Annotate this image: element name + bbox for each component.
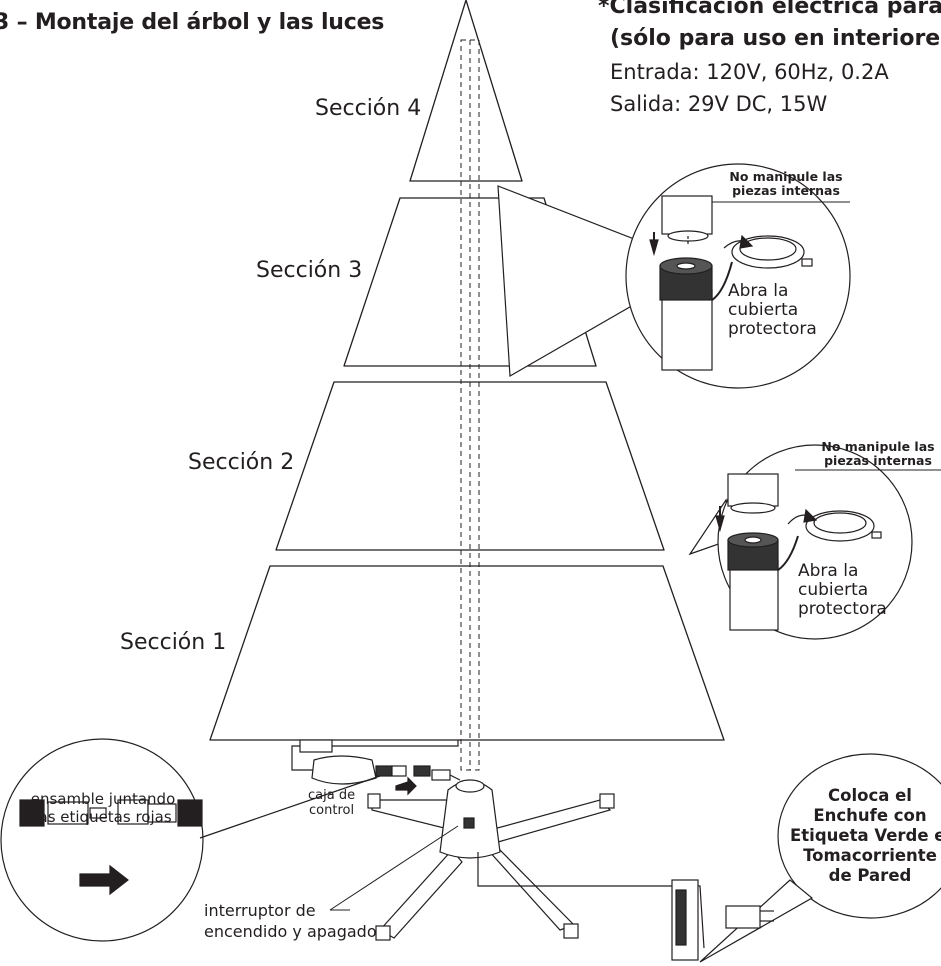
detail-top-caption: Abra la cubierta protectora <box>728 281 817 339</box>
control-box-wires <box>291 739 461 796</box>
detail-bottom-warning: No manipule las piezas internas <box>821 439 935 468</box>
section-1-shape <box>209 565 725 741</box>
section-3-label: Sección 3 <box>256 258 363 283</box>
center-pole <box>460 39 480 771</box>
tree-stand <box>367 779 615 941</box>
control-box-label: caja de control <box>308 788 356 818</box>
detail-bottom-caption: Abra la cubierta protectora <box>798 561 887 619</box>
power-cord <box>477 852 774 961</box>
plug-note: Coloca el Enchufe con Etiqueta Verde en … <box>790 786 941 885</box>
section-4-label: Sección 4 <box>315 96 422 121</box>
rating-heading: *Clasificación eléctrica para <box>598 0 941 19</box>
section-2-label: Sección 2 <box>188 450 295 475</box>
switch-leader <box>329 825 459 911</box>
detail-top-parts <box>649 195 813 371</box>
detail-top-warning: No manipule las piezas internas <box>729 169 843 198</box>
section-1-label: Sección 1 <box>120 630 227 655</box>
detail-bottom-parts <box>715 473 882 631</box>
assembly-caption: ensamble juntando las etiquetas rojas <box>30 790 176 826</box>
page-title: 3 – Montaje del árbol y las luces <box>0 10 385 35</box>
rating-output: Salida: 29V DC, 15W <box>610 92 828 116</box>
rating-indoor-note: (sólo para uso en interiores <box>610 26 941 51</box>
switch-label: interruptor de encendido y apagado <box>204 901 377 941</box>
assembly-detail <box>0 738 381 942</box>
rating-input: Entrada: 120V, 60Hz, 0.2A <box>610 60 889 84</box>
section-4-shape <box>409 0 523 182</box>
plug-bubble <box>699 753 941 963</box>
